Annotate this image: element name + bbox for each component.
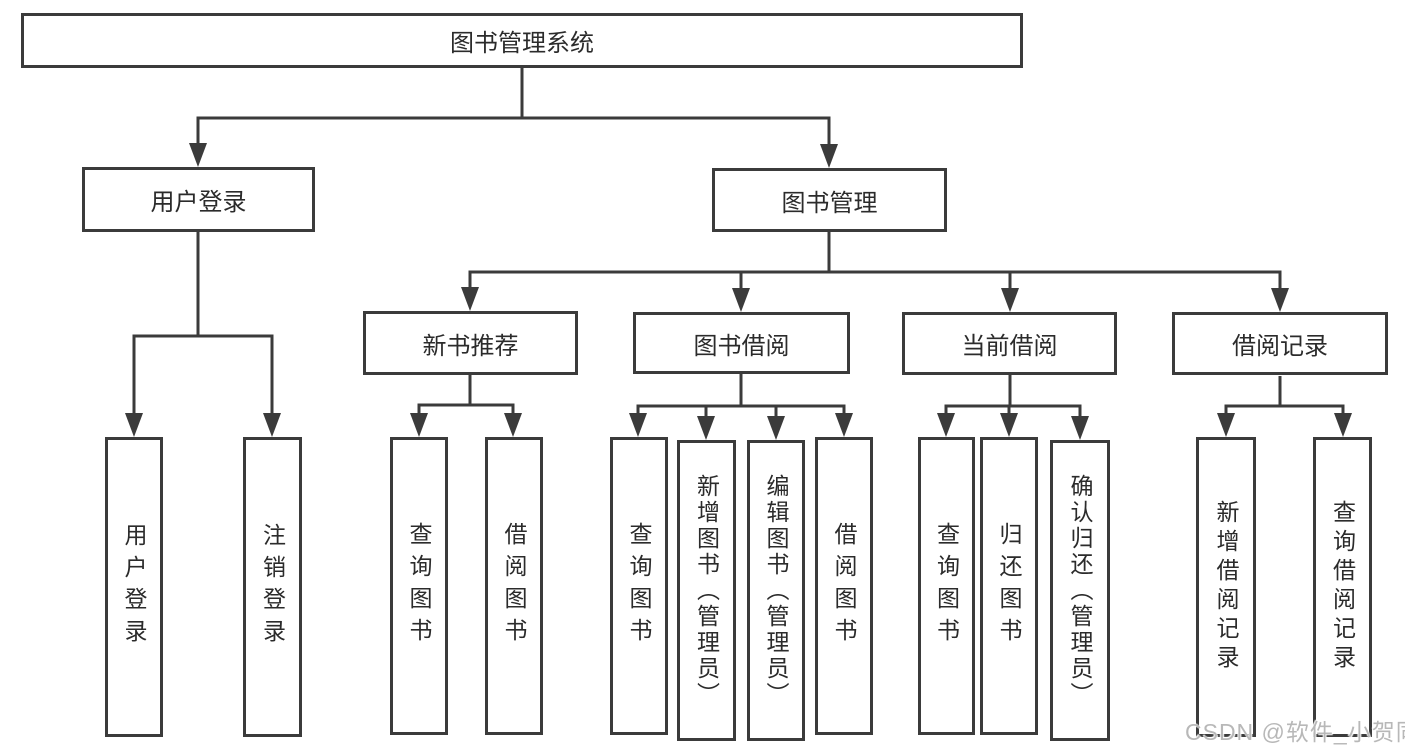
node-book-borrow: 图书借阅	[633, 312, 850, 374]
node-bb-add-books-admin: 新增图书（管理员）	[677, 440, 736, 741]
node-bb-borrow-books: 借阅图书	[815, 437, 873, 735]
connector-book-borrow-children	[629, 374, 853, 440]
node-nbr-query-books: 查询图书	[390, 437, 448, 735]
node-borrow-record: 借阅记录	[1172, 312, 1388, 375]
node-root: 图书管理系统	[21, 13, 1023, 68]
node-logout: 注销登录	[243, 437, 302, 737]
node-br-add-record: 新增借阅记录	[1196, 437, 1256, 737]
node-cb-confirm-return-admin: 确认归还（管理员）	[1050, 440, 1110, 741]
connector-new-book-rec-children	[410, 375, 522, 437]
connector-current-borrow-children	[937, 375, 1089, 440]
node-nbr-borrow-books: 借阅图书	[485, 437, 543, 735]
node-current-borrow: 当前借阅	[902, 312, 1117, 375]
connector-book-mgmt-children	[461, 232, 1289, 312]
node-cb-query-books: 查询图书	[918, 437, 975, 735]
connector-root-to-level2	[189, 68, 838, 168]
node-new-book-rec: 新书推荐	[363, 311, 578, 375]
connector-borrow-record-children	[1217, 376, 1352, 437]
node-cb-return-books: 归还图书	[980, 437, 1038, 735]
node-book-mgmt: 图书管理	[712, 168, 947, 232]
csdn-watermark: CSDN @软件_小贺同学	[1185, 719, 1405, 745]
node-login: 用户登录	[105, 437, 163, 737]
connector-user-login-children	[125, 232, 281, 437]
node-br-query-record: 查询借阅记录	[1313, 437, 1372, 737]
node-user-login: 用户登录	[82, 167, 315, 232]
node-bb-edit-books-admin: 编辑图书（管理员）	[747, 440, 805, 741]
node-bb-query-books: 查询图书	[610, 437, 668, 735]
